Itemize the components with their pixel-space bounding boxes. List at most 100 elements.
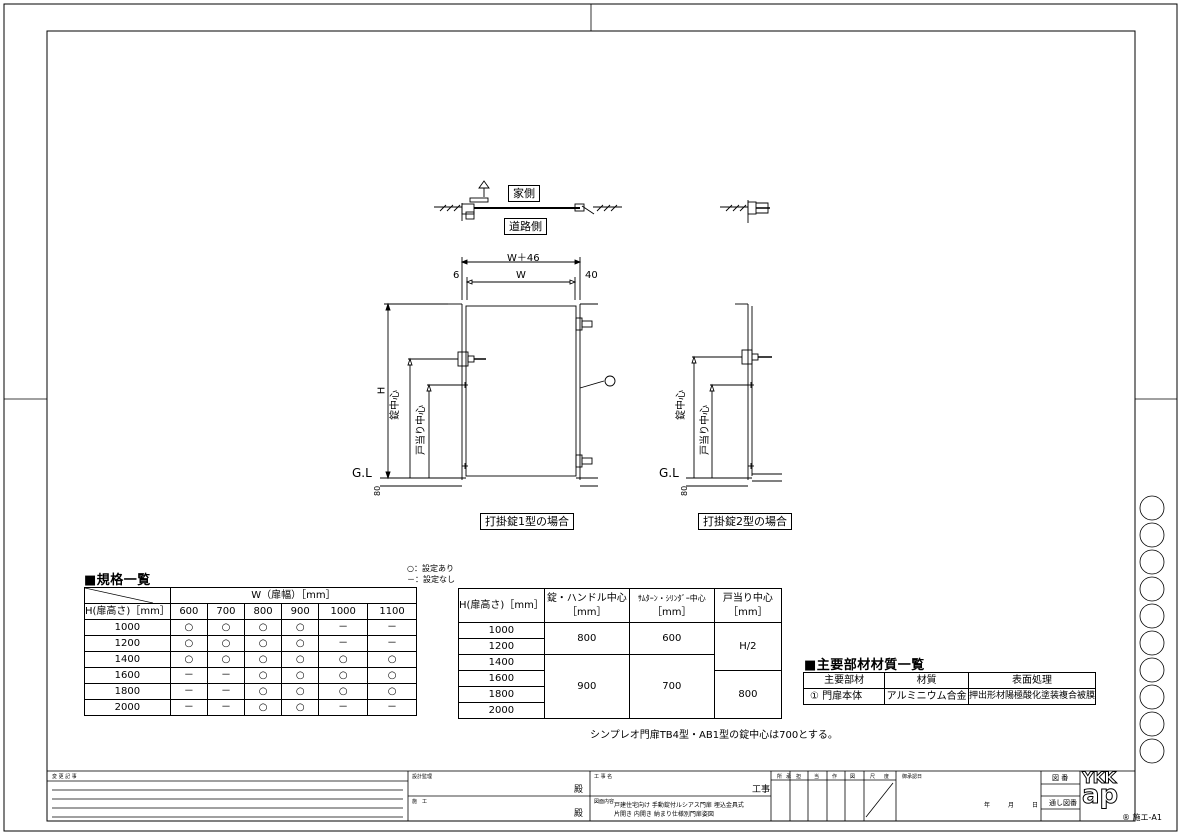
col-label-7: 度 (884, 774, 890, 780)
cell: ○ (281, 683, 320, 700)
spec-table: W（扉幅）［mm］ H(扉高さ)［mm］ 600 700 800 900 100… (84, 587, 418, 716)
material-material: アルミニウム合金 (884, 688, 969, 705)
center-h-header: H(扉高さ)［mm］ (458, 588, 545, 623)
approval-label: 御承認日 (902, 774, 923, 780)
plan-view-2 (720, 200, 770, 223)
table-row: 1400 900 700 (458, 654, 782, 719)
revision-label: 変 更 記 事 (52, 774, 77, 780)
lock-center-b: 900 (543, 654, 630, 719)
construction-label: 施 工 (412, 799, 428, 805)
cell: ○ (318, 667, 369, 684)
w-header: W（扉幅）［mm］ (169, 587, 418, 604)
cell: ○ (281, 651, 320, 668)
revision-circles (1139, 495, 1165, 764)
cell: － (367, 619, 417, 636)
col-cyl-header: ｻﾑﾀｰﾝ・ｼﾘﾝﾀﾞｰ中心 ［mm］ (628, 588, 715, 623)
material-header-material: 材質 (884, 672, 969, 689)
row-height: 1000 (84, 619, 171, 636)
cell: ○ (206, 651, 246, 668)
material-finish: 押出形材陽極酸化塗装複合被膜 (967, 688, 1097, 705)
row-height: 1400 (458, 654, 545, 671)
table-row: 1200 ○ ○ ○ ○ － － (84, 635, 417, 652)
ykk-ap-logo: YKK ap (1082, 768, 1134, 809)
row-height: 1600 (458, 670, 545, 687)
col-stop-unit: ［mm］ (728, 606, 768, 618)
stop-center-a: H/2 (713, 622, 783, 671)
row-height: 1200 (458, 638, 545, 655)
cell: ○ (318, 651, 369, 668)
cell: ○ (367, 683, 417, 700)
content-line-1: 戸建住宅向け 手動錠付ルシアス門扉 埋込金具式 (614, 802, 744, 809)
dim-total: W＋46 (507, 253, 540, 264)
cell: ○ (244, 667, 283, 684)
cell: ○ (367, 667, 417, 684)
cell: － (318, 635, 369, 652)
label-lock-center-1: 錠中心 (390, 390, 401, 420)
house-side-label: 家側 (508, 185, 540, 202)
cell: ○ (281, 635, 320, 652)
h-header: H(扉高さ)［mm］ (84, 603, 171, 620)
cell: － (206, 667, 246, 684)
col-lock-unit: ［mm］ (567, 606, 607, 618)
cell: － (169, 699, 208, 716)
label-gl-1: G.L (352, 466, 372, 480)
row-height: 2000 (84, 699, 171, 716)
col-stop-label: 戸当り中心 (722, 592, 773, 604)
center-table: H(扉高さ)［mm］ 錠・ハンドル中心 ［mm］ ｻﾑﾀｰﾝ・ｼﾘﾝﾀﾞｰ中心 … (458, 588, 783, 719)
cell: － (318, 699, 369, 716)
cell: ○ (169, 635, 208, 652)
legend-no: －：設定なし (407, 575, 455, 584)
cell: － (169, 667, 208, 684)
cell: － (367, 635, 417, 652)
col-label-3: 当 (814, 774, 820, 780)
cell: ○ (244, 651, 283, 668)
cell: ○ (281, 667, 320, 684)
col-cyl-label: ｻﾑﾀｰﾝ・ｼﾘﾝﾀﾞｰ中心 (637, 593, 706, 603)
drawing-content-label: 図面内容 (594, 799, 615, 805)
width-800: 800 (244, 603, 283, 620)
cell: ○ (169, 651, 208, 668)
kouji-label: 工事 (752, 785, 771, 795)
caption-elevation-2: 打掛錠2型の場合 (698, 513, 792, 530)
table-row: 1000 ○ ○ ○ ○ － － (84, 619, 417, 636)
table-row: 2000 (458, 702, 782, 719)
center-note: シンプレオ門扉TB4型・AB1型の錠中心は700とする。 (590, 730, 838, 741)
width-900: 900 (281, 603, 320, 620)
dim-left: 6 (453, 270, 460, 281)
cell: ○ (206, 635, 246, 652)
table-row: 1600 800 (458, 670, 783, 719)
row-height: 1600 (84, 667, 171, 684)
row-height: 1400 (84, 651, 171, 668)
content-line-2: 片開き 内開き 納まり仕様別門扉姿図 (614, 811, 714, 818)
label-80-2: 80 (680, 485, 689, 496)
dono-2: 殿 (574, 809, 584, 819)
material-part: ① 門扉本体 (802, 688, 886, 705)
cell: ○ (206, 619, 246, 636)
elevation-2 (686, 303, 782, 487)
dim-w: W (516, 270, 526, 281)
cell: ○ (318, 683, 369, 700)
material-form: 押出形材 (968, 691, 1005, 701)
spec-title: ■規格一覧 (84, 573, 151, 588)
elevation-1 (380, 257, 616, 487)
col-label-0: 所 (777, 774, 783, 780)
cell: － (318, 619, 369, 636)
label-gl-2: G.L (659, 466, 679, 480)
col-stop-header: 戸当り中心 ［mm］ (713, 588, 783, 623)
plan-view-1 (434, 180, 622, 221)
width-1000: 1000 (318, 603, 369, 620)
col-lock-header: 錠・ハンドル中心 ［mm］ (543, 588, 630, 623)
table-row: 1400 ○ ○ ○ ○ ○ ○ (84, 651, 417, 668)
row-height: 1000 (458, 622, 545, 639)
width-600: 600 (169, 603, 208, 620)
brand-top: YKK (1082, 768, 1117, 787)
lock-center-a: 800 (543, 622, 630, 655)
title-block-lines (46, 770, 1136, 822)
dono-1: 殿 (574, 785, 584, 795)
col-label-5: 図 (850, 774, 856, 780)
stop-center-b: 800 (713, 670, 783, 719)
cyl-center-b: 700 (628, 654, 715, 719)
cell: ○ (281, 619, 320, 636)
cell: － (367, 699, 417, 716)
